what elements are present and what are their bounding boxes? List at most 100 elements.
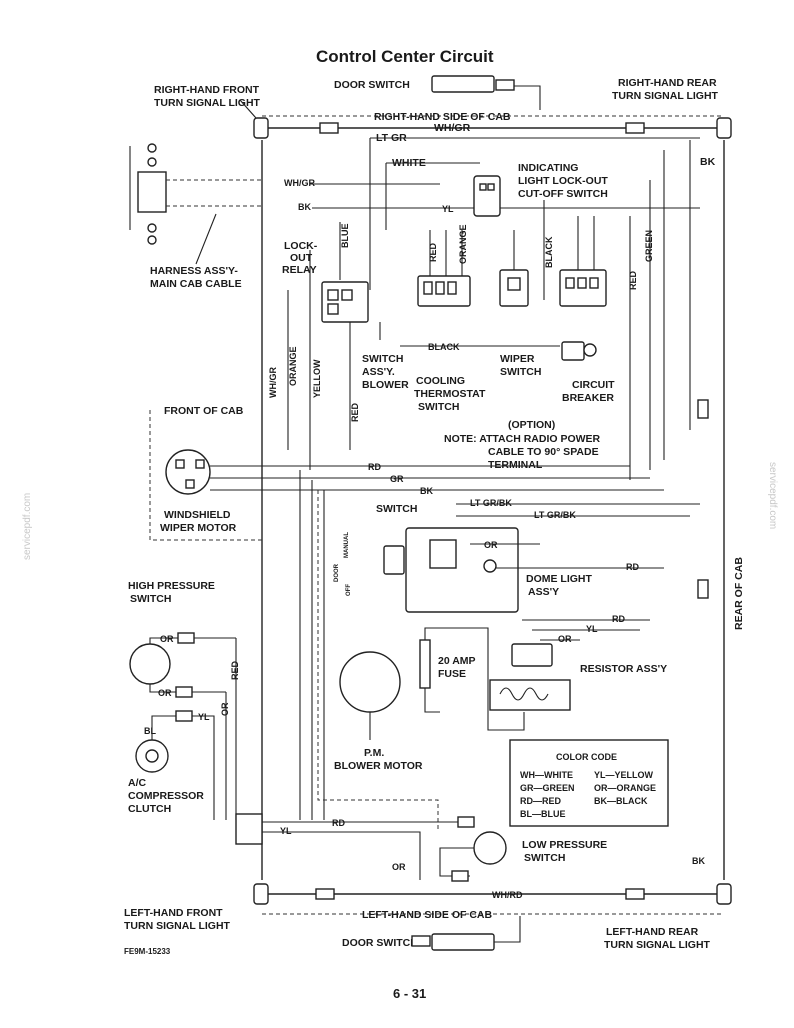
blower-switch-assembly: RED YL ORANGE SWITCH ASS'Y. BLOWER bbox=[362, 204, 471, 391]
lh-front-label-2: TURN SIGNAL LIGHT bbox=[124, 920, 231, 932]
door-switch-top-label: DOOR SWITCH bbox=[334, 79, 410, 91]
note-line-2: NOTE: ATTACH RADIO POWER bbox=[444, 433, 601, 445]
ac-label-1: A/C bbox=[128, 777, 147, 789]
fuse-label-2: FUSE bbox=[438, 668, 466, 680]
color-code-right-1: OR—ORANGE bbox=[594, 783, 656, 793]
circuit-breaker: CIRCUIT BREAKER bbox=[561, 341, 615, 404]
wire-rd-wiper: RD bbox=[368, 462, 381, 472]
low-pressure-label-2: SWITCH bbox=[524, 852, 565, 864]
wire-bl-clutch: BL bbox=[144, 726, 156, 736]
cooling-label-2: THERMOSTAT bbox=[414, 388, 486, 400]
wire-red-vert: RED bbox=[350, 402, 360, 422]
high-pressure-label-2: SWITCH bbox=[130, 593, 171, 605]
cooling-thermostat-switch: COOLING THERMOSTAT SWITCH bbox=[414, 230, 529, 413]
blower-motor-label-1: P.M. bbox=[364, 747, 384, 759]
windshield-wiper-motor: WINDSHIELD WIPER MOTOR bbox=[160, 449, 237, 534]
wire-orange-blower: ORANGE bbox=[458, 224, 468, 264]
wire-orange: ORANGE bbox=[288, 346, 298, 386]
page-number: 6 - 31 bbox=[393, 986, 426, 1001]
cooling-label-1: COOLING bbox=[416, 375, 465, 387]
note-line-4: TERMINAL bbox=[488, 459, 543, 471]
watermark-right: servicepdf.com bbox=[767, 462, 778, 529]
cooling-label-3: SWITCH bbox=[418, 401, 459, 413]
wire-red-blower: RED bbox=[428, 242, 438, 262]
ac-label-2: COMPRESSOR bbox=[128, 790, 204, 802]
switch-blower-label-1: SWITCH bbox=[362, 353, 403, 365]
lockout-label-2: OUT bbox=[290, 252, 313, 264]
harness-label-2: MAIN CAB CABLE bbox=[150, 278, 242, 290]
wire-lt-gr-bk-2: LT GR/BK bbox=[534, 510, 576, 520]
wiper-motor-label-2: WIPER MOTOR bbox=[160, 522, 237, 534]
color-code-right-2: BK—BLACK bbox=[594, 796, 648, 806]
note-line-3: CABLE TO 90° SPADE bbox=[488, 446, 599, 458]
wire-black-horiz: BLACK bbox=[428, 342, 460, 352]
lh-side-cab-label: LEFT-HAND SIDE OF CAB bbox=[362, 909, 492, 921]
wire-yellow: YELLOW bbox=[312, 359, 322, 398]
ac-label-3: CLUTCH bbox=[128, 803, 171, 815]
wire-bk-wiper: BK bbox=[420, 486, 433, 496]
color-code-left-3: BL—BLUE bbox=[520, 809, 566, 819]
harness-label-1: HARNESS ASS'Y- bbox=[150, 265, 238, 277]
wire-or-dome: OR bbox=[484, 540, 498, 550]
page-title: Control Center Circuit bbox=[316, 47, 494, 66]
high-pressure-label-1: HIGH PRESSURE bbox=[128, 580, 215, 592]
wire-bk-harness: BK bbox=[298, 202, 311, 212]
wire-or-resistor: OR bbox=[558, 634, 572, 644]
wire-lt-gr-bk-1: LT GR/BK bbox=[470, 498, 512, 508]
watermark-left: servicepdf.com bbox=[22, 493, 33, 560]
indicating-label-3: CUT-OFF SWITCH bbox=[518, 188, 608, 200]
color-code-legend: COLOR CODE WH—WHITE GR—GREEN RD—RED BL—B… bbox=[509, 739, 669, 827]
wire-wh-gr-harness: WH/GR bbox=[284, 178, 315, 188]
front-of-cab-label: FRONT OF CAB bbox=[164, 405, 244, 417]
indicating-light-switch: INDICATING LIGHT LOCK-OUT CUT-OFF SWITCH bbox=[473, 162, 608, 217]
wiper-switch-label-1: WIPER bbox=[500, 353, 535, 365]
dome-light-assembly: SWITCH OFF MANUAL DOOR LT GR/BK LT GR/BK… bbox=[334, 498, 700, 613]
ac-compressor-clutch: BL YL A/C COMPRESSOR CLUTCH bbox=[128, 710, 215, 820]
wiper-switch-label-2: SWITCH bbox=[500, 366, 541, 378]
door-switch-bottom: DOOR SWITCH bbox=[342, 916, 521, 951]
wire-blue: BLUE bbox=[340, 224, 350, 249]
wire-gr-wiper: GR bbox=[390, 474, 404, 484]
fuse-label-1: 20 AMP bbox=[438, 655, 476, 667]
rh-rear-label-1: RIGHT-HAND REAR bbox=[618, 77, 717, 89]
figure-code: FE9M-15233 bbox=[124, 947, 171, 956]
wire-rd-connector: RD bbox=[332, 818, 345, 828]
dome-light-label-1: DOME LIGHT bbox=[526, 573, 592, 585]
indicating-label-2: LIGHT LOCK-OUT bbox=[518, 175, 608, 187]
color-code-left-1: GR—GREEN bbox=[520, 783, 575, 793]
dome-mode-door: DOOR bbox=[334, 563, 340, 582]
resistor-assembly: RD YL OR RESISTOR ASS'Y bbox=[489, 614, 667, 711]
dome-mode-manual: MANUAL bbox=[344, 532, 350, 558]
lockout-relay: LOCK- OUT RELAY bbox=[282, 240, 369, 323]
wire-rd-dome: RD bbox=[626, 562, 639, 572]
wire-wh-gr-top: WH/GR bbox=[434, 122, 471, 134]
low-pressure-label-1: LOW PRESSURE bbox=[522, 839, 607, 851]
rh-side-cab-label: RIGHT-HAND SIDE OF CAB bbox=[374, 111, 511, 123]
switch-label: SWITCH bbox=[376, 503, 417, 515]
rh-front-turn-signal: RIGHT-HAND FRONT TURN SIGNAL LIGHT bbox=[154, 84, 269, 139]
wire-wh-rd: WH/RD bbox=[492, 890, 523, 900]
wire-green: GREEN bbox=[644, 230, 654, 262]
wire-yl-clutch: YL bbox=[198, 712, 210, 722]
color-code-title: COLOR CODE bbox=[556, 752, 617, 762]
circuit-breaker-label-2: BREAKER bbox=[562, 392, 614, 404]
color-code-left-2: RD—RED bbox=[520, 796, 562, 806]
lockout-label-1: LOCK- bbox=[284, 240, 318, 252]
wire-or-low: OR bbox=[392, 862, 406, 872]
circuit-breaker-label-1: CIRCUIT bbox=[572, 379, 615, 391]
rh-rear-turn-signal: RIGHT-HAND REAR TURN SIGNAL LIGHT bbox=[612, 77, 732, 139]
resistor-label: RESISTOR ASS'Y bbox=[580, 663, 667, 675]
door-switch-bottom-label: DOOR SWITCH bbox=[342, 937, 418, 949]
lh-front-turn-signal: LEFT-HAND FRONT TURN SIGNAL LIGHT bbox=[124, 883, 269, 932]
lockout-label-3: RELAY bbox=[282, 264, 317, 276]
indicating-label-1: INDICATING bbox=[518, 162, 578, 174]
wire-bk-right: BK bbox=[700, 156, 716, 168]
low-pressure-switch: LOW PRESSURE SWITCH OR bbox=[392, 831, 607, 882]
wire-or-hp-1: OR bbox=[160, 634, 174, 644]
high-pressure-switch: HIGH PRESSURE SWITCH OR OR RED OR bbox=[128, 580, 240, 820]
wire-yl-connector: YL bbox=[280, 826, 292, 836]
blower-motor-and-fuse: 20 AMP FUSE P.M. BLOWER MOTOR bbox=[334, 627, 525, 772]
blower-motor-label-2: BLOWER MOTOR bbox=[334, 760, 423, 772]
wire-or-hp-vert: OR bbox=[220, 702, 230, 716]
